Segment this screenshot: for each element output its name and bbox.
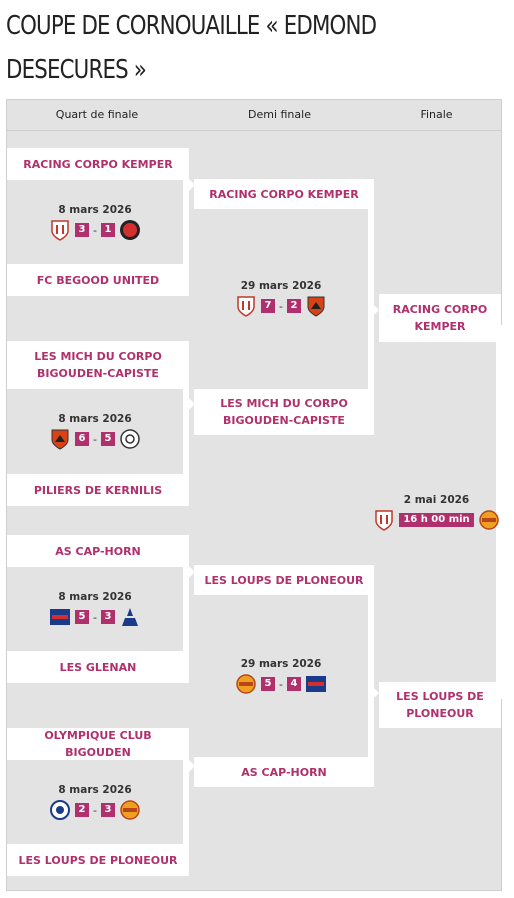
score-separator: - (93, 610, 97, 624)
round-header-semi: Demi finale (248, 108, 311, 121)
qf1-date: 8 mars 2026 (58, 204, 132, 216)
final-date: 2 mai 2026 (403, 494, 470, 506)
qf3-frame (7, 535, 189, 682)
racing-corpo-kemper-logo-icon (51, 220, 69, 241)
qf4-score2: 3 (100, 803, 115, 817)
score-separator: - (279, 299, 283, 313)
final-frame (496, 325, 502, 699)
sf2-score2: 4 (286, 677, 301, 691)
final-team1[interactable]: RACING CORPO KEMPER (379, 294, 501, 342)
round-header-final: Finale (420, 108, 453, 121)
qf4-match[interactable]: 8 mars 2026 2 - 3 (7, 783, 183, 821)
qf2-score2: 5 (100, 432, 115, 446)
sf1-date: 29 mars 2026 (240, 280, 322, 292)
qf1-score1: 3 (75, 223, 89, 237)
qf2-match[interactable]: 8 mars 2026 6 - 5 (7, 412, 183, 450)
sf2-frame (194, 580, 374, 760)
qf4-date: 8 mars 2026 (58, 784, 132, 796)
qf4-frame (7, 728, 189, 875)
les-loups-de-ploneour-logo-icon (236, 674, 256, 694)
qf4-arrow-icon (189, 760, 195, 772)
round-header-quarter: Quart de finale (55, 108, 139, 121)
sf2-team1[interactable]: LES LOUPS DE PLONEOUR (194, 565, 374, 595)
sf1-arrow-icon (373, 304, 379, 316)
final-time-badge: 16 h 00 min (399, 513, 474, 527)
piliers-de-kernilis-logo-icon (120, 429, 140, 449)
sf1-match[interactable]: 29 mars 2026 7 - 2 (194, 279, 368, 317)
les-glenan-logo-icon (121, 608, 138, 626)
sf2-team2[interactable]: AS CAP-HORN (194, 757, 374, 787)
qf1-frame (7, 148, 189, 296)
qf3-arrow-icon (189, 566, 195, 578)
score-separator: - (93, 432, 97, 446)
qf3-team2[interactable]: LES GLENAN (7, 651, 189, 683)
qf4-team2[interactable]: LES LOUPS DE PLONEOUR (7, 844, 189, 876)
qf3-score1: 5 (75, 610, 89, 624)
qf3-date: 8 mars 2026 (58, 591, 132, 603)
score-separator: - (93, 803, 97, 817)
sf1-frame (194, 195, 374, 415)
qf1-arrow-icon (189, 179, 195, 191)
fc-begood-united-logo-icon (119, 220, 140, 240)
qf2-date: 8 mars 2026 (58, 413, 132, 425)
olympique-club-bigouden-logo-icon (50, 800, 70, 820)
score-separator: - (279, 677, 283, 691)
page-title: COUPE DE CORNOUAILLE « EDMOND DESECURES … (6, 11, 377, 85)
sf1-team2[interactable]: LES MICH DU CORPO BIGOUDEN-CAPISTE (194, 389, 374, 435)
sf1-score1: 7 (261, 299, 275, 313)
qf2-frame (7, 341, 189, 505)
qf2-team1[interactable]: LES MICH DU CORPO BIGOUDEN-CAPISTE (7, 341, 189, 389)
as-cap-horn-logo-icon (50, 609, 70, 625)
racing-corpo-kemper-logo-icon (237, 296, 255, 317)
qf3-match[interactable]: 8 mars 2026 5 - 3 (7, 590, 183, 628)
sf2-date: 29 mars 2026 (240, 658, 322, 670)
final-team2[interactable]: LES LOUPS DE PLONEOUR (379, 682, 501, 728)
sf1-score2: 2 (286, 299, 301, 313)
qf2-team2[interactable]: PILIERS DE KERNILIS (7, 474, 189, 506)
qf1-team2[interactable]: FC BEGOOD UNITED (7, 264, 189, 296)
sf2-arrow-icon (373, 687, 379, 699)
as-cap-horn-logo-icon (305, 676, 326, 692)
qf1-score2: 1 (100, 223, 115, 237)
qf4-score1: 2 (75, 803, 89, 817)
qf3-score2: 3 (100, 610, 115, 624)
score-separator: - (93, 223, 97, 237)
sf1-team1[interactable]: RACING CORPO KEMPER (194, 179, 374, 209)
sf2-score1: 5 (261, 677, 275, 691)
qf4-team1[interactable]: OLYMPIQUE CLUB BIGOUDEN (7, 728, 189, 760)
final-match[interactable]: 2 mai 2026 16 h 00 min (372, 493, 501, 531)
qf2-arrow-icon (189, 398, 195, 410)
racing-corpo-kemper-logo-icon (375, 510, 394, 531)
qf3-team1[interactable]: AS CAP-HORN (7, 535, 189, 567)
qf2-score1: 6 (75, 432, 89, 446)
qf1-match[interactable]: 8 mars 2026 3 - 1 (7, 203, 183, 241)
sf2-match[interactable]: 29 mars 2026 5 - 4 (194, 657, 368, 695)
les-loups-de-ploneour-logo-icon (478, 510, 499, 530)
les-mich-logo-icon (51, 429, 69, 450)
qf1-team1[interactable]: RACING CORPO KEMPER (7, 148, 189, 180)
les-loups-de-ploneour-logo-icon (120, 800, 140, 820)
les-mich-logo-icon (307, 296, 325, 317)
header-divider (7, 130, 501, 131)
